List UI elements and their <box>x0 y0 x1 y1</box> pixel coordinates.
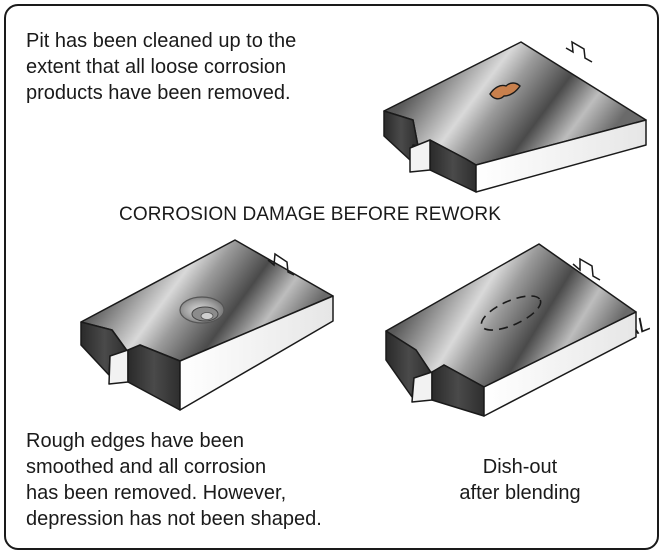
caption-pit-cleaned: Pit has been cleaned up to the extent th… <box>26 30 297 104</box>
block3-jagged-edge <box>572 257 601 281</box>
block3-right-face <box>483 311 637 417</box>
block-pit-cleaned <box>383 40 647 193</box>
block2-notch-face <box>108 349 129 385</box>
dish-out-outline <box>480 295 542 331</box>
block-dish-out <box>385 243 637 417</box>
diagram-title: CORROSION DAMAGE BEFORE REWORK <box>119 204 501 225</box>
block1-right-face <box>475 119 647 193</box>
block2-right-face <box>179 295 334 411</box>
corrosion-pit <box>489 82 521 100</box>
diagram-frame <box>4 4 659 550</box>
caption-dish-out: Dish-out after blending <box>459 456 581 504</box>
block1-jagged-edge <box>565 40 593 63</box>
cleaned-depression <box>179 296 225 324</box>
caption-rough-edges-smoothed: Rough edges have been smoothed and all c… <box>26 430 322 530</box>
block1-notch-face <box>409 139 431 173</box>
block2-jagged-edge <box>267 252 295 276</box>
block-rough-edges-smoothed <box>80 239 334 411</box>
